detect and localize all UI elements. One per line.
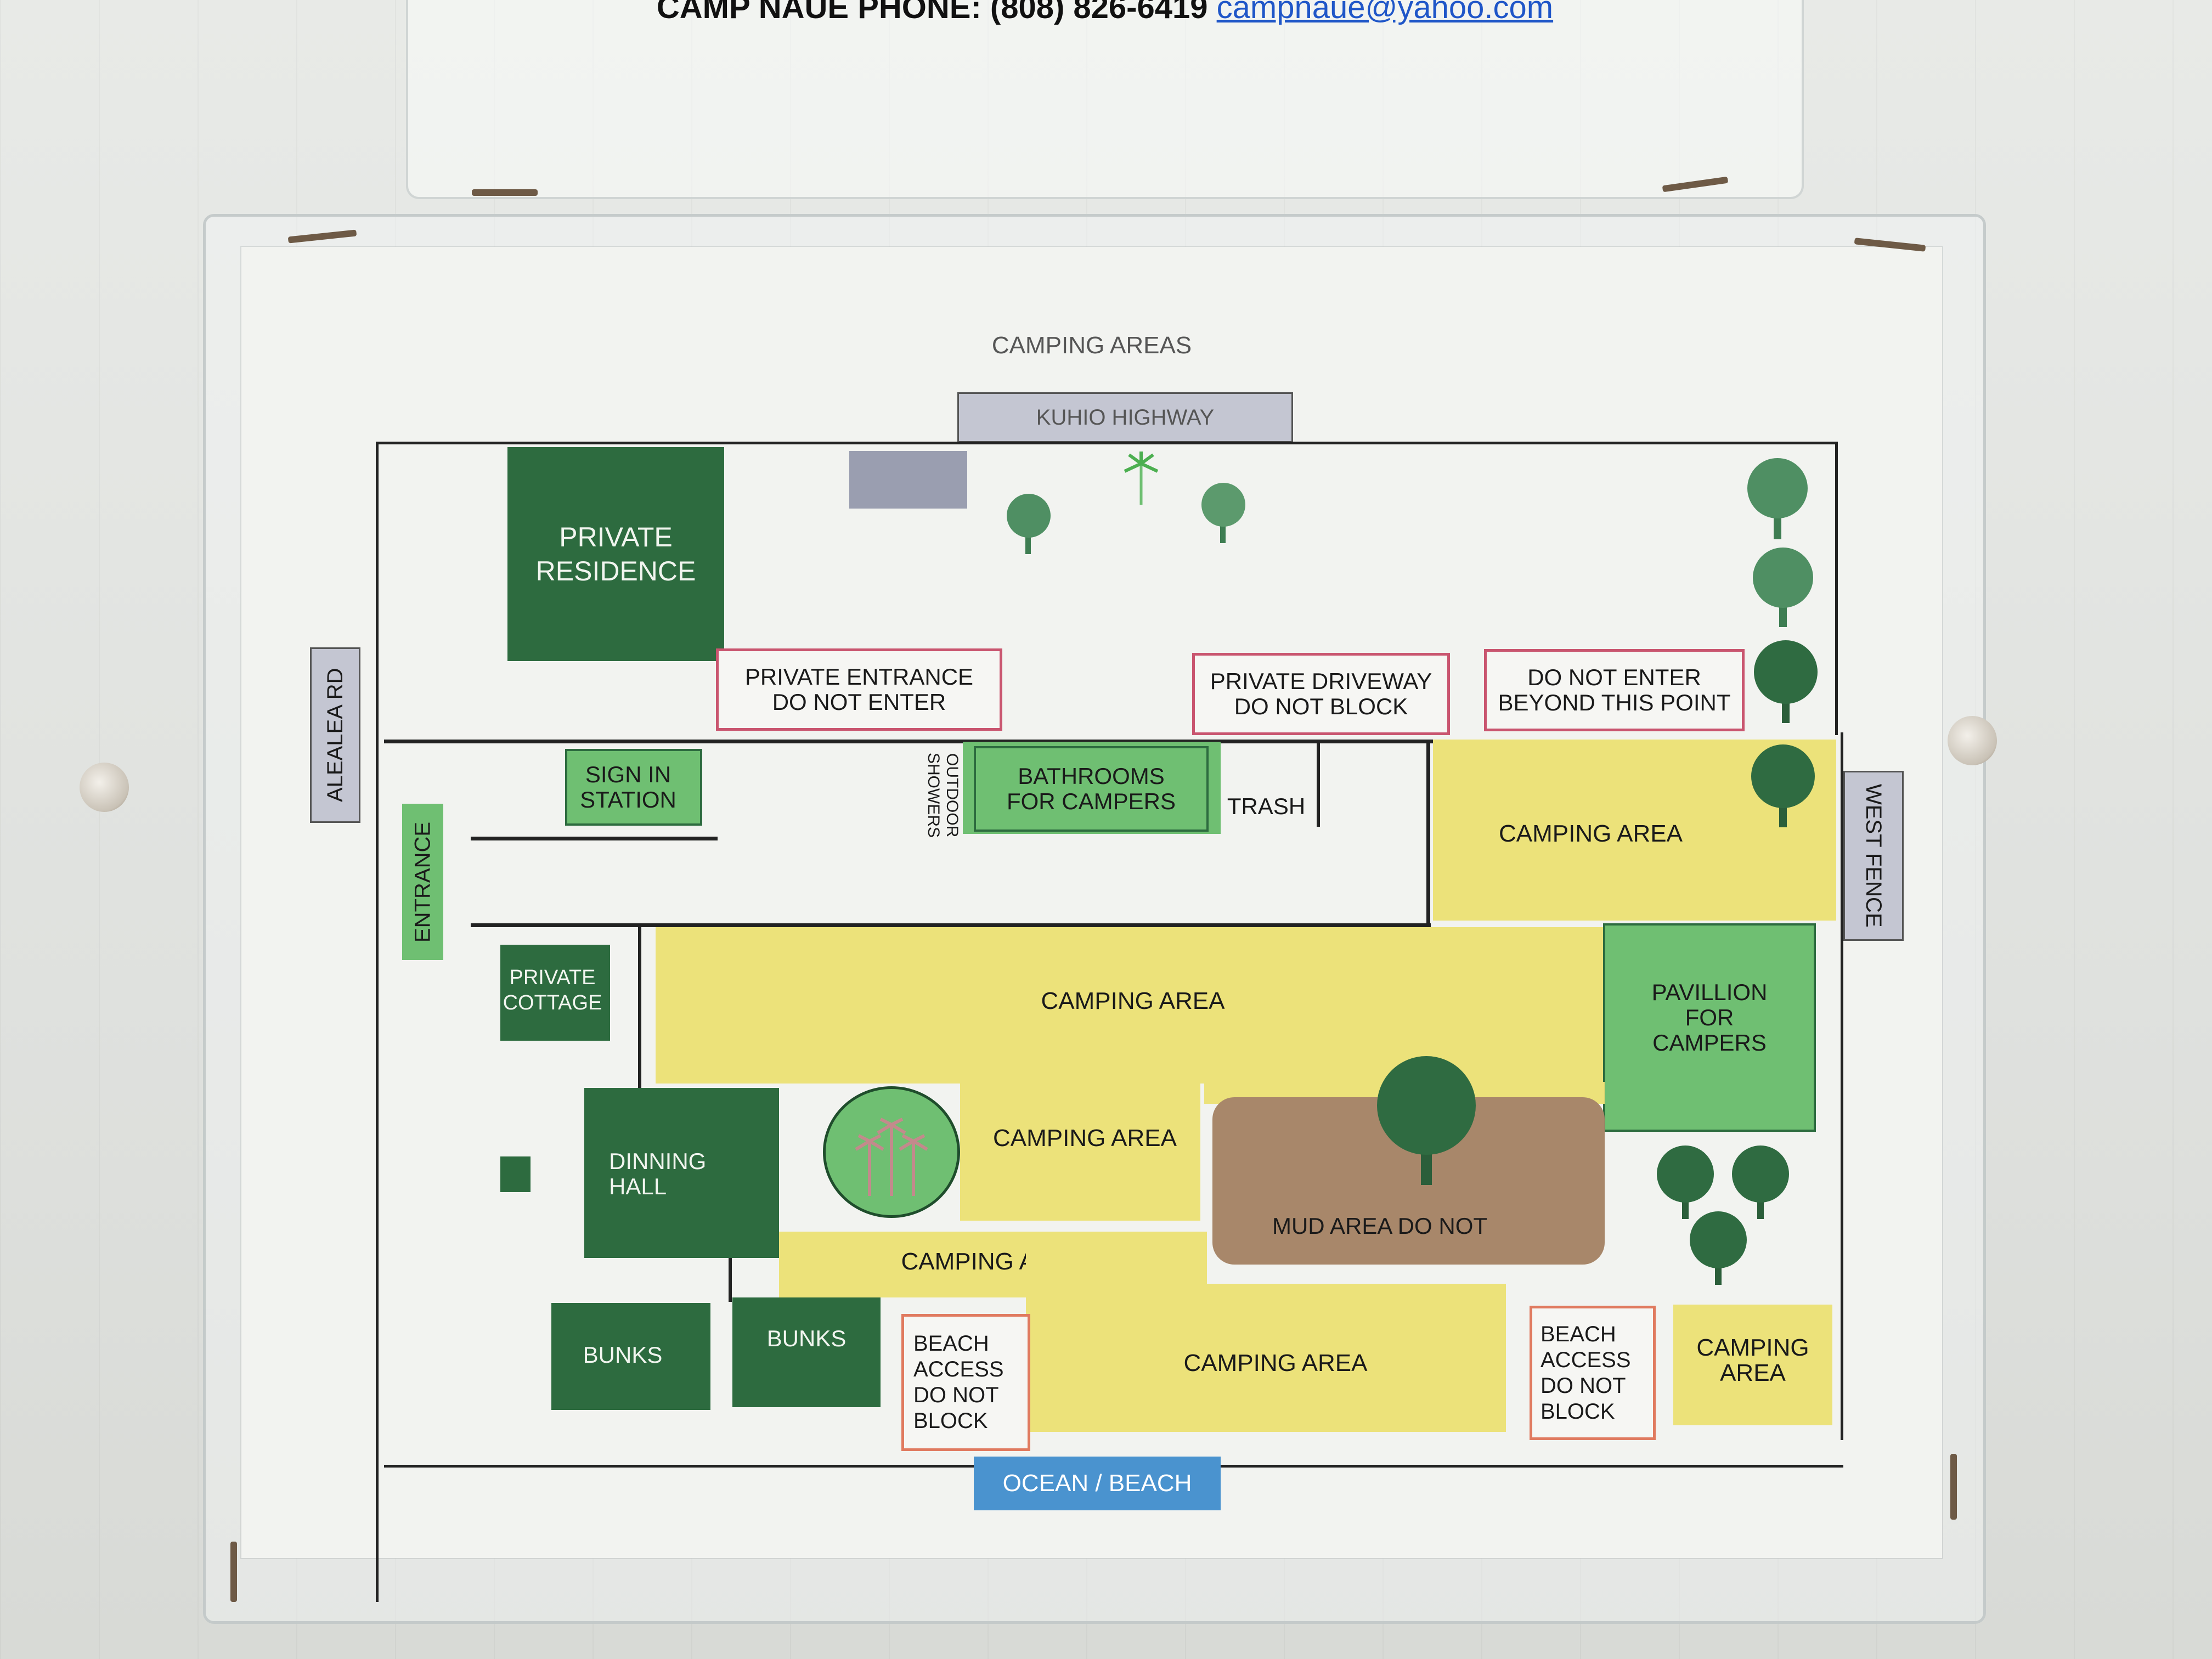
dinning-hall: [584, 1088, 779, 1258]
dinning-hall-label: DINNING HALL: [609, 1148, 707, 1199]
outdoor-showers-label: OUTDOOR SHOWERS: [924, 753, 961, 838]
tree-icon: [1657, 1146, 1714, 1219]
west-fence: [1843, 771, 1904, 941]
palm-trees-icon: [855, 1118, 928, 1196]
bunks-building-1: [551, 1303, 710, 1410]
hall-path-line: [729, 1258, 732, 1302]
road-line-branch: [638, 923, 641, 1088]
beach-access-label-1: BEACH ACCESS DO NOT BLOCK: [913, 1331, 1004, 1433]
tree-icon: [1690, 1211, 1747, 1285]
beach-access-sign-2: [1530, 1306, 1656, 1440]
staple: [472, 189, 538, 196]
pavillion-label: PAVILLION FOR CAMPERS: [1651, 979, 1768, 1056]
sign-in-station-label: SIGN IN STATION: [580, 761, 676, 812]
tree-icon: [1747, 458, 1808, 539]
private-cottage: [500, 945, 610, 1041]
email-link[interactable]: campnaue@yahoo.com: [1216, 0, 1554, 25]
alealea-rd-road: [310, 647, 360, 823]
kuhio-highway-road: [957, 392, 1293, 443]
camping-area-center-label: CAMPING AREA: [1041, 988, 1225, 1014]
boundary-north: [376, 442, 1838, 444]
wall-screw: [1948, 716, 1997, 765]
pavillion: [1603, 923, 1816, 1132]
do-not-enter-sign: [1484, 649, 1745, 731]
camping-area-se-label: CAMPING AREA: [1696, 1334, 1809, 1386]
camping-area-se: [1673, 1305, 1832, 1425]
palm-tree-icon: [1124, 452, 1159, 505]
tree-icon: [1753, 548, 1813, 627]
private-entrance-sign: [716, 648, 1002, 731]
west-fence-label: WEST FENCE: [1861, 784, 1886, 928]
camping-area-mid: [960, 1084, 1200, 1221]
kuhio-highway-label: KUHIO HIGHWAY: [1036, 405, 1215, 430]
phone-line: CAMP NAUE PHONE: (808) 826-6419 campnaue…: [408, 0, 1802, 30]
beach-access-sign-1: [901, 1314, 1030, 1451]
trash-label: TRASH: [1227, 793, 1306, 819]
small-shed: [500, 1156, 531, 1192]
road-line-north: [384, 740, 1832, 743]
ocean-beach-label: OCEAN / BEACH: [1002, 1470, 1192, 1497]
private-driveway-label: PRIVATE DRIVEWAY DO NOT BLOCK: [1210, 668, 1432, 719]
trash-divider: [1317, 742, 1320, 827]
beach-access-label-2: BEACH ACCESS DO NOT BLOCK: [1541, 1322, 1631, 1424]
tree-icon: [1732, 1146, 1789, 1219]
camping-area-south-link: [1026, 1232, 1207, 1297]
road-line-east: [1426, 740, 1430, 923]
camping-area-south-label: CAMPING AREA: [1183, 1350, 1368, 1376]
bathrooms-outline: [974, 746, 1209, 832]
ocean-beach-bar: [974, 1457, 1221, 1510]
road-line-middle: [471, 923, 1431, 927]
private-driveway-sign: [1192, 653, 1450, 735]
parking-pad: [849, 451, 967, 509]
tree-icon: [1751, 744, 1815, 827]
bunks-label-2: BUNKS: [766, 1325, 847, 1351]
camping-area-south: [1026, 1284, 1506, 1432]
boundary-east-lower: [1841, 732, 1843, 1440]
road-line-entrance: [471, 837, 718, 840]
camping-area-ne-label: CAMPING AREA: [1499, 820, 1683, 847]
bunks-building-2: [732, 1297, 881, 1407]
tree-icon: [1754, 640, 1818, 723]
boundary-west: [376, 442, 379, 1602]
private-residence-label: PRIVATE RESIDENCE: [535, 522, 696, 586]
phone-number-text: CAMP NAUE PHONE: (808) 826-6419: [656, 0, 1208, 25]
tree-icon: [1201, 483, 1245, 543]
mud-area-label: MUD AREA DO NOT: [1272, 1213, 1488, 1239]
tree-icon: [1007, 494, 1051, 554]
private-entrance-label: PRIVATE ENTRANCE DO NOT ENTER: [744, 664, 974, 715]
private-cottage-label: PRIVATE COTTAGE: [503, 966, 602, 1014]
entrance-marker: [402, 804, 443, 960]
do-not-enter-label: DO NOT ENTER BEYOND THIS POINT: [1498, 664, 1731, 715]
wall-screw: [80, 763, 129, 812]
bathrooms-building: [963, 742, 1221, 834]
bathrooms-label: BATHROOMS FOR CAMPERS: [1006, 763, 1176, 814]
camping-areas-title: CAMPING AREAS: [991, 332, 1192, 359]
bunks-label-1: BUNKS: [583, 1342, 663, 1368]
sign-in-station: [565, 749, 702, 826]
camping-area-mid-label: CAMPING AREA: [993, 1125, 1177, 1152]
alealea-rd-label: ALEALEA RD: [323, 668, 347, 803]
entrance-label: ENTRANCE: [410, 821, 435, 943]
boundary-east-upper: [1835, 442, 1838, 735]
staple: [230, 1542, 237, 1602]
staple: [1950, 1454, 1957, 1520]
phone-card: CAMP NAUE PHONE: (808) 826-6419 campnaue…: [406, 0, 1804, 199]
private-residence: [507, 447, 724, 661]
tree-icon: [1377, 1056, 1476, 1185]
